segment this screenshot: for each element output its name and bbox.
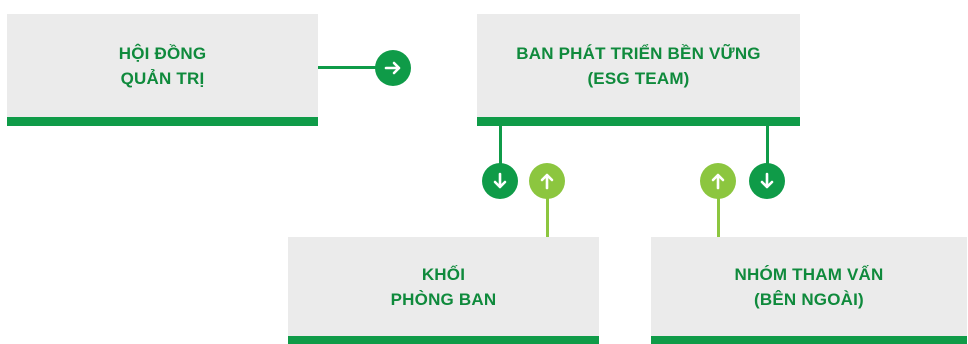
departments-label-line2: PHÒNG BAN (390, 289, 497, 309)
departments-label-line1: KHỐI (421, 264, 466, 284)
esg-label: BAN PHÁT TRIỂN BỀN VỮNG (ESG TEAM) (516, 41, 760, 91)
board-to-esg-line (318, 66, 378, 69)
board-box: HỘI ĐỒNG QUẢN TRỊ (7, 14, 318, 117)
departments-to-esg-line (546, 198, 549, 237)
esg-label-line2: (ESG TEAM) (587, 68, 690, 88)
arrow-down-icon (482, 163, 518, 199)
advisory-box: NHÓM THAM VẤN (BÊN NGOÀI) (651, 237, 967, 336)
departments-box: KHỐI PHÒNG BAN (288, 237, 599, 336)
advisory-label-line1: NHÓM THAM VẤN (734, 264, 884, 284)
arrow-up-icon (700, 163, 736, 199)
esg-to-departments-line (499, 126, 502, 166)
advisory-to-esg-line (717, 198, 720, 237)
esg-label-line1: BAN PHÁT TRIỂN BỀN VỮNG (516, 43, 761, 63)
arrow-right-icon (375, 50, 411, 86)
advisory-box-underline (651, 336, 967, 344)
departments-label: KHỐI PHÒNG BAN (391, 262, 497, 312)
board-label: HỘI ĐỒNG QUẢN TRỊ (119, 41, 207, 91)
board-box-underline (7, 117, 318, 126)
arrow-up-icon (529, 163, 565, 199)
esg-to-advisory-line (766, 126, 769, 166)
advisory-label-line2: (BÊN NGOÀI) (754, 289, 864, 309)
esg-box: BAN PHÁT TRIỂN BỀN VỮNG (ESG TEAM) (477, 14, 800, 117)
arrow-down-icon (749, 163, 785, 199)
board-label-line2: QUẢN TRỊ (120, 68, 205, 88)
board-label-line1: HỘI ĐỒNG (118, 43, 207, 63)
advisory-label: NHÓM THAM VẤN (BÊN NGOÀI) (735, 262, 884, 312)
departments-box-underline (288, 336, 599, 344)
esg-box-underline (477, 117, 800, 126)
